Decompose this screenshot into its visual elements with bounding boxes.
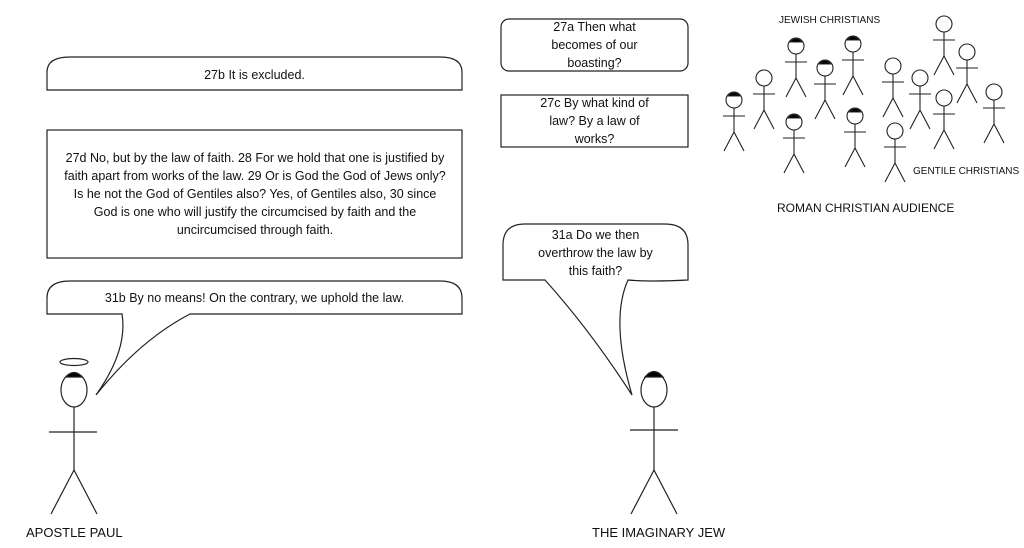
- audience-figure: [723, 91, 745, 152]
- text-law-of-faith: 27d No, but by the law of faith. 28 For …: [64, 151, 446, 237]
- halo-icon: [59, 357, 89, 367]
- audience-figure: [933, 89, 955, 150]
- text-overthrow: 31a Do we then overthrow the law by this…: [538, 228, 653, 278]
- audience-figure: [933, 15, 955, 76]
- audience-figure: [956, 43, 978, 104]
- audience-figure: [882, 57, 904, 118]
- audience-figure: [814, 59, 836, 120]
- audience-figure: [753, 69, 775, 130]
- audience-figure: [785, 37, 807, 98]
- label-paul: APOSTLE PAUL: [26, 525, 123, 540]
- box-boasting: [500, 18, 689, 72]
- box-law-of-faith: [46, 129, 463, 259]
- text-excluded: 27b It is excluded.: [204, 68, 305, 82]
- text-what-law: 27c By what kind of law? By a law of wor…: [540, 96, 649, 146]
- label-gentile-christians: GENTILE CHRISTIANS: [913, 166, 1020, 177]
- jew-figure: [630, 370, 678, 515]
- label-jewish-christians: JEWISH CHRISTIANS: [779, 15, 881, 26]
- audience-crowd: [723, 15, 1005, 183]
- audience-figure: [844, 107, 866, 168]
- bubble-by-no-means: [46, 280, 463, 396]
- bubble-overthrow: [502, 223, 689, 396]
- text-boasting: 27a Then what becomes of our boasting?: [551, 20, 638, 70]
- label-audience: ROMAN CHRISTIAN AUDIENCE: [777, 201, 955, 215]
- box-what-law: [500, 94, 689, 148]
- audience-figure: [783, 113, 805, 174]
- text-by-no-means: 31b By no means! On the contrary, we uph…: [104, 291, 405, 305]
- label-jew: THE IMAGINARY JEW: [592, 525, 726, 540]
- audience-figure: [884, 122, 906, 183]
- paul-figure: [49, 357, 98, 515]
- audience-figure: [909, 69, 931, 130]
- bubble-excluded: [46, 56, 463, 91]
- audience-figure: [983, 83, 1005, 144]
- audience-figure: [842, 35, 864, 96]
